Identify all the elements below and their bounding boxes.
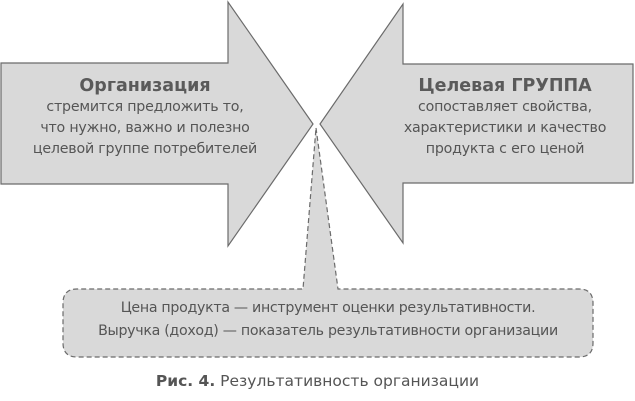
callout-line: Выручка (доход) — показатель результатив… (98, 323, 558, 339)
figure-caption: Рис. 4. Результативность организации (0, 370, 635, 392)
left-arrow-shape (0, 0, 314, 248)
caption-text: Результативность организации (220, 372, 480, 390)
left-arrow-title: Организация (79, 76, 211, 96)
left-arrow-text: Организация стремится предложить то, что… (10, 75, 280, 160)
left-arrow-line: что нужно, важно и полезно (40, 120, 250, 136)
callout-line: Цена продукта — инструмент оценки резуль… (120, 300, 536, 316)
left-arrow-line: целевой группе потребителей (32, 141, 258, 157)
right-arrow-line: продукта с его ценой (425, 141, 585, 157)
left-arrow-line: стремится предложить то, (46, 99, 244, 115)
callout-text: Цена продукта — инструмент оценки резуль… (63, 297, 593, 343)
right-arrow-line: сопоставляет свойства, (418, 99, 592, 115)
right-arrow-line: характеристики и качество (403, 120, 607, 136)
right-arrow-text: Целевая ГРУППА сопоставляет свойства, ха… (380, 75, 630, 160)
caption-label: Рис. 4. (155, 372, 216, 390)
callout-fill (63, 128, 593, 357)
right-arrow-title: Целевая ГРУППА (418, 76, 592, 96)
right-arrow-shape (319, 2, 634, 245)
callout-outline (62, 127, 594, 358)
